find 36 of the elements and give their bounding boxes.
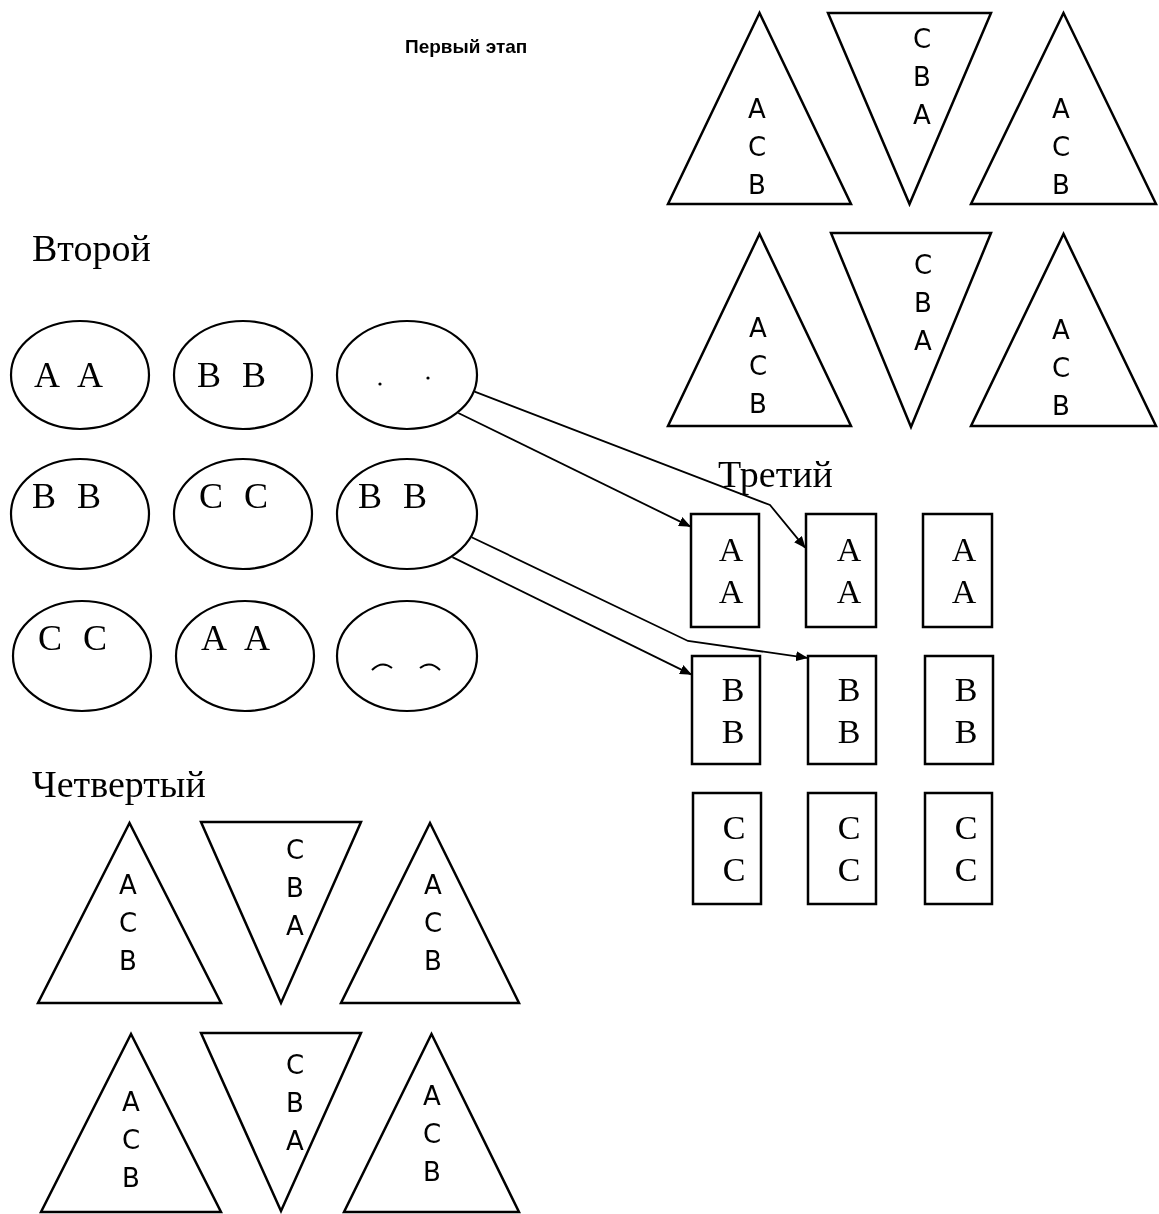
shape-letters: B B: [953, 670, 979, 752]
shape-letters: A C B: [747, 312, 769, 421]
shape-letters: A A: [717, 530, 745, 612]
shape-letters: B B: [32, 476, 102, 516]
arrow: [457, 412, 691, 528]
shape-letters: A C B: [117, 869, 139, 978]
shape-letters: A A: [34, 355, 104, 395]
shape-letters: B B: [836, 670, 862, 752]
shape-letters: C C: [38, 618, 108, 658]
shape-letters: A C B: [1050, 93, 1072, 202]
shape-letters: C C: [721, 808, 747, 890]
shape-letters: C C: [836, 808, 862, 890]
shape-letters: A C B: [120, 1086, 142, 1195]
shape-letters: C B A: [284, 834, 306, 943]
shape-letters: C C: [953, 808, 979, 890]
shape-letters: A A: [201, 618, 271, 658]
shape-letters: B B: [197, 355, 267, 395]
shape-letters: A C B: [422, 869, 444, 978]
stage-heading: Первый этап: [405, 36, 528, 58]
shape-letters: A C B: [421, 1080, 443, 1189]
shape-letters: A C B: [1050, 314, 1072, 423]
shape-letters: C C: [199, 476, 269, 516]
shape-letters: C B A: [911, 23, 933, 132]
stage-heading: Четвертый: [32, 762, 206, 806]
shape-letters: B B: [720, 670, 746, 752]
shape-letters: A A: [835, 530, 863, 612]
arrow: [473, 390, 806, 549]
shape-letters: C B A: [912, 249, 934, 358]
shape-letters: A A: [950, 530, 978, 612]
stage-heading: Третий: [718, 452, 833, 496]
shape-letters: C B A: [284, 1049, 306, 1158]
stage-heading: Второй: [32, 226, 151, 270]
arrow: [451, 556, 692, 676]
arrow: [470, 536, 808, 662]
shape-letters: A C B: [746, 93, 768, 202]
shape-letters: B B: [358, 476, 428, 516]
